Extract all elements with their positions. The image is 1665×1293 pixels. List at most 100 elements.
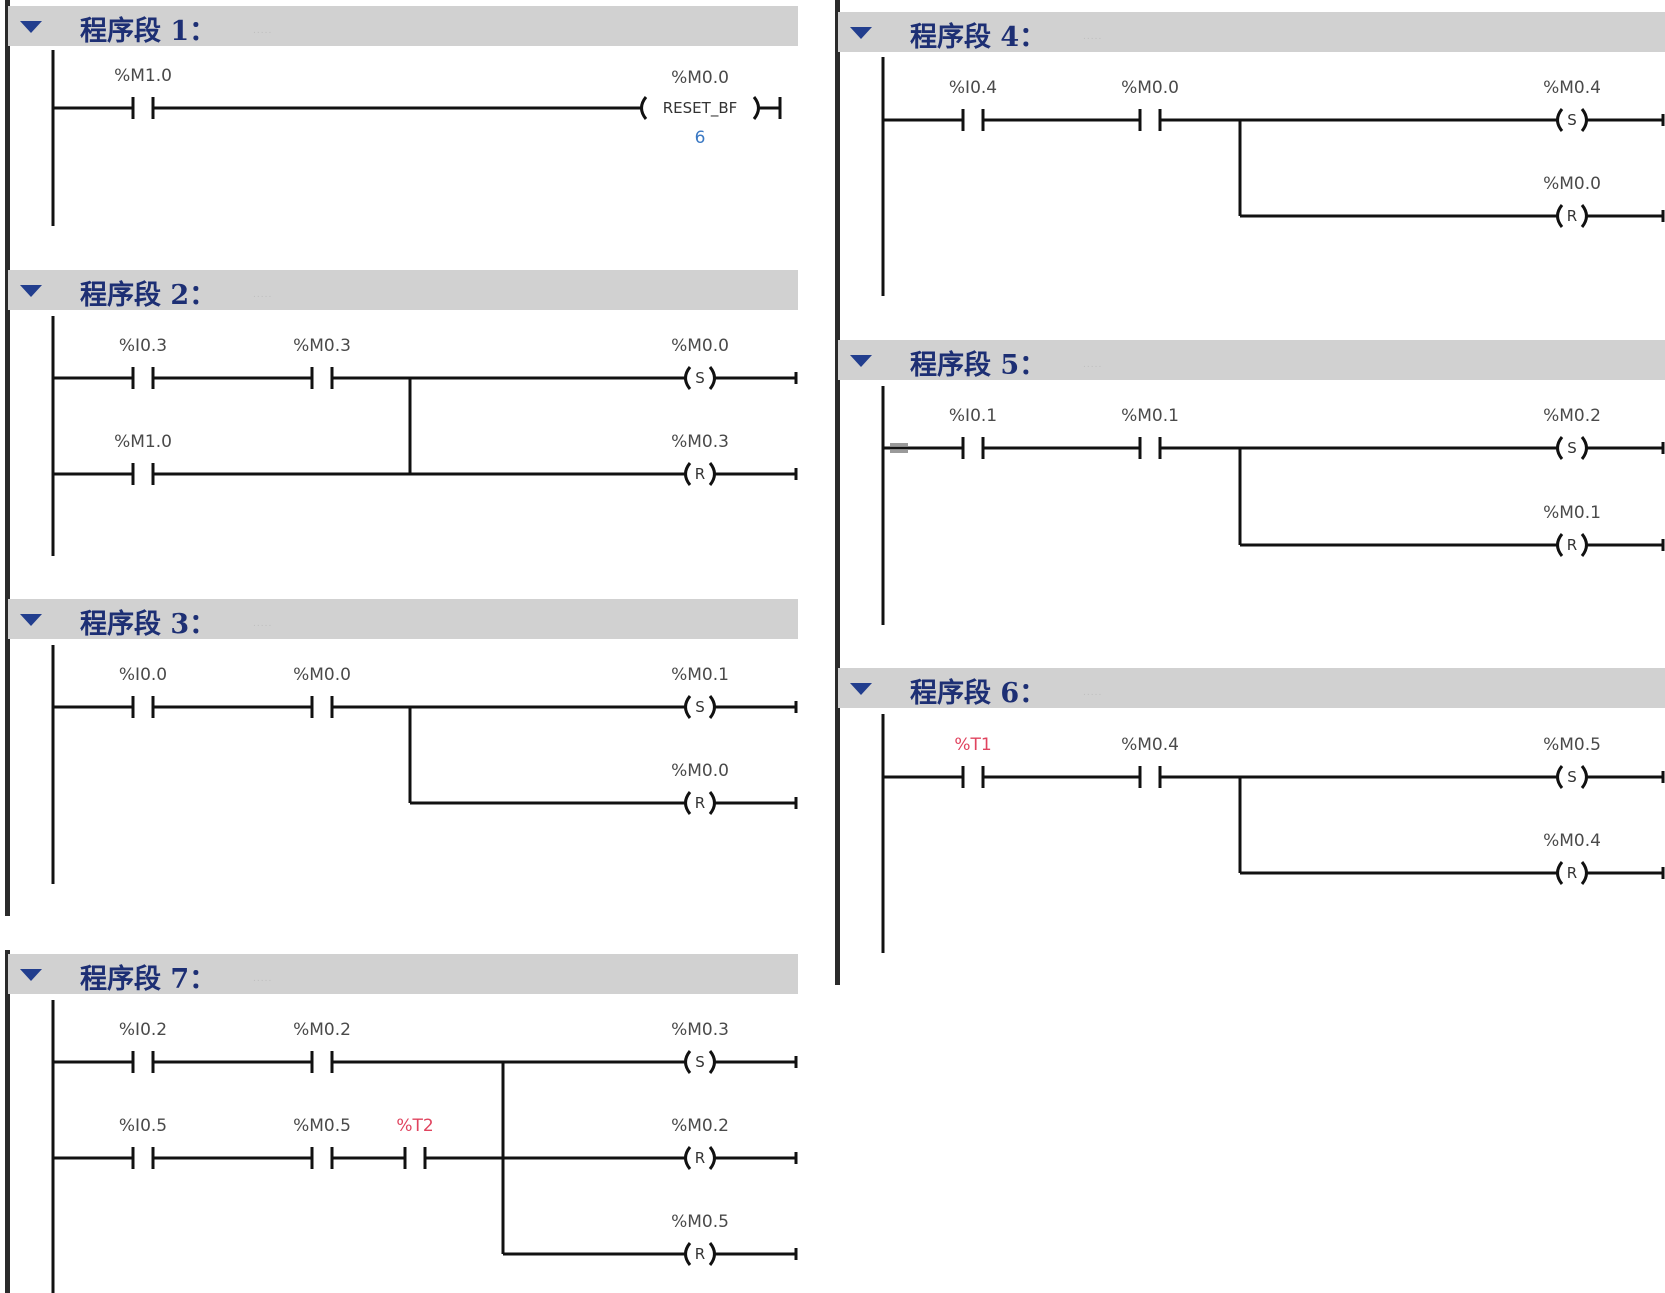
coil-bracket (708, 1242, 716, 1266)
coil-type: RESET_BF (662, 99, 738, 117)
contact-operand[interactable]: %M0.0 (293, 665, 351, 685)
collapse-triangle-icon[interactable] (20, 969, 42, 981)
collapse-triangle-icon[interactable] (850, 355, 872, 367)
coil-bracket (684, 791, 692, 815)
coil-bracket (708, 1050, 716, 1074)
coil-operand[interactable]: %M0.5 (671, 1212, 729, 1232)
coil-type: R (694, 1245, 706, 1263)
coil-bracket (684, 462, 692, 486)
contact-operand[interactable]: %M1.0 (114, 432, 172, 452)
contact-operand[interactable]: %T1 (954, 735, 992, 755)
coil-type: S (1567, 439, 1577, 457)
coil-operand[interactable]: %M0.2 (1543, 406, 1601, 426)
coil-operand[interactable]: %M0.3 (671, 432, 729, 452)
coil-operand[interactable]: %M0.3 (671, 1020, 729, 1040)
coil-bracket (708, 366, 716, 390)
column-separator (5, 0, 10, 916)
coil-operand[interactable]: %M0.0 (671, 68, 729, 88)
coil-bracket (708, 1146, 716, 1170)
contact-operand[interactable]: %I0.4 (948, 78, 998, 98)
coil-bracket (752, 96, 760, 120)
column-separator (5, 950, 10, 1293)
network-header-n3[interactable]: 程序段 3：..... (8, 599, 798, 640)
collapse-triangle-icon[interactable] (20, 21, 42, 33)
coil-type: R (1566, 864, 1578, 882)
network-title: 程序段 3： (80, 609, 217, 640)
comment-placeholder[interactable]: ..... (253, 290, 273, 300)
coil-type: R (694, 1149, 706, 1167)
coil-operand[interactable]: %M0.2 (671, 1116, 729, 1136)
network-title: 程序段 5： (910, 350, 1047, 381)
coil-operand[interactable]: %M0.0 (1543, 174, 1601, 194)
coil-operand[interactable]: %M0.5 (1543, 735, 1601, 755)
contact-operand[interactable]: %M0.4 (1121, 735, 1179, 755)
coil-bracket (1580, 436, 1588, 460)
coil-bracket (1580, 765, 1588, 789)
contact-operand[interactable]: %I0.2 (118, 1020, 168, 1040)
comment-placeholder[interactable]: ..... (1083, 32, 1103, 42)
network-header-n2[interactable]: 程序段 2：..... (8, 270, 798, 311)
coil-bracket (1556, 765, 1564, 789)
coil-bracket (640, 96, 648, 120)
coil-bracket (1556, 861, 1564, 885)
column-separator (835, 0, 840, 985)
contact-operand[interactable]: %M0.0 (1121, 78, 1179, 98)
coil-bracket (708, 695, 716, 719)
coil-bracket (684, 1050, 692, 1074)
coil-parameter[interactable]: 6 (694, 128, 706, 148)
comment-placeholder[interactable]: ..... (253, 974, 273, 984)
coil-operand[interactable]: %M0.0 (671, 761, 729, 781)
network-title: 程序段 6： (910, 678, 1047, 709)
comment-placeholder[interactable]: ..... (253, 26, 273, 36)
coil-type: S (695, 698, 705, 716)
coil-operand[interactable]: %M0.0 (671, 336, 729, 356)
coil-bracket (684, 1242, 692, 1266)
contact-operand[interactable]: %M0.5 (293, 1116, 351, 1136)
comment-placeholder[interactable]: ..... (1083, 688, 1103, 698)
coil-operand[interactable]: %M0.4 (1543, 831, 1601, 851)
coil-type: S (695, 1053, 705, 1071)
contact-operand[interactable]: %I0.5 (118, 1116, 168, 1136)
collapse-triangle-icon[interactable] (20, 614, 42, 626)
network-header-n4[interactable]: 程序段 4：..... (838, 12, 1665, 53)
network-title: 程序段 2： (80, 280, 217, 311)
coil-type: R (1566, 207, 1578, 225)
coil-bracket (1580, 533, 1588, 557)
network-header-n1[interactable]: 程序段 1：..... (8, 6, 798, 47)
comment-placeholder[interactable]: ..... (253, 619, 273, 629)
network-title: 程序段 4： (910, 22, 1047, 53)
contact-operand[interactable]: %M0.1 (1121, 406, 1179, 426)
network-header-n7[interactable]: 程序段 7：..... (8, 954, 798, 995)
coil-bracket (684, 1146, 692, 1170)
comment-placeholder[interactable]: ..... (1083, 360, 1103, 370)
coil-operand[interactable]: %M0.4 (1543, 78, 1601, 98)
coil-bracket (708, 462, 716, 486)
coil-operand[interactable]: %M0.1 (1543, 503, 1601, 523)
contact-operand[interactable]: %I0.3 (118, 336, 168, 356)
rung-marker-icon (890, 443, 908, 453)
coil-bracket (1580, 108, 1588, 132)
collapse-triangle-icon[interactable] (850, 683, 872, 695)
contact-operand[interactable]: %T2 (396, 1116, 434, 1136)
contact-operand[interactable]: %M0.3 (293, 336, 351, 356)
coil-bracket (1580, 204, 1588, 228)
coil-bracket (1580, 861, 1588, 885)
coil-type: R (694, 465, 706, 483)
network-title: 程序段 7： (80, 964, 217, 995)
contact-operand[interactable]: %M1.0 (114, 66, 172, 86)
collapse-triangle-icon[interactable] (20, 285, 42, 297)
network-header-n5[interactable]: 程序段 5：..... (838, 340, 1665, 381)
coil-bracket (708, 791, 716, 815)
coil-bracket (684, 695, 692, 719)
contact-operand[interactable]: %I0.1 (948, 406, 998, 426)
coil-operand[interactable]: %M0.1 (671, 665, 729, 685)
network-header-n6[interactable]: 程序段 6：..... (838, 668, 1665, 709)
coil-bracket (1556, 108, 1564, 132)
network-title: 程序段 1： (80, 16, 217, 47)
contact-operand[interactable]: %M0.2 (293, 1020, 351, 1040)
coil-type: S (1567, 768, 1577, 786)
collapse-triangle-icon[interactable] (850, 27, 872, 39)
coil-bracket (1556, 204, 1564, 228)
contact-operand[interactable]: %I0.0 (118, 665, 168, 685)
